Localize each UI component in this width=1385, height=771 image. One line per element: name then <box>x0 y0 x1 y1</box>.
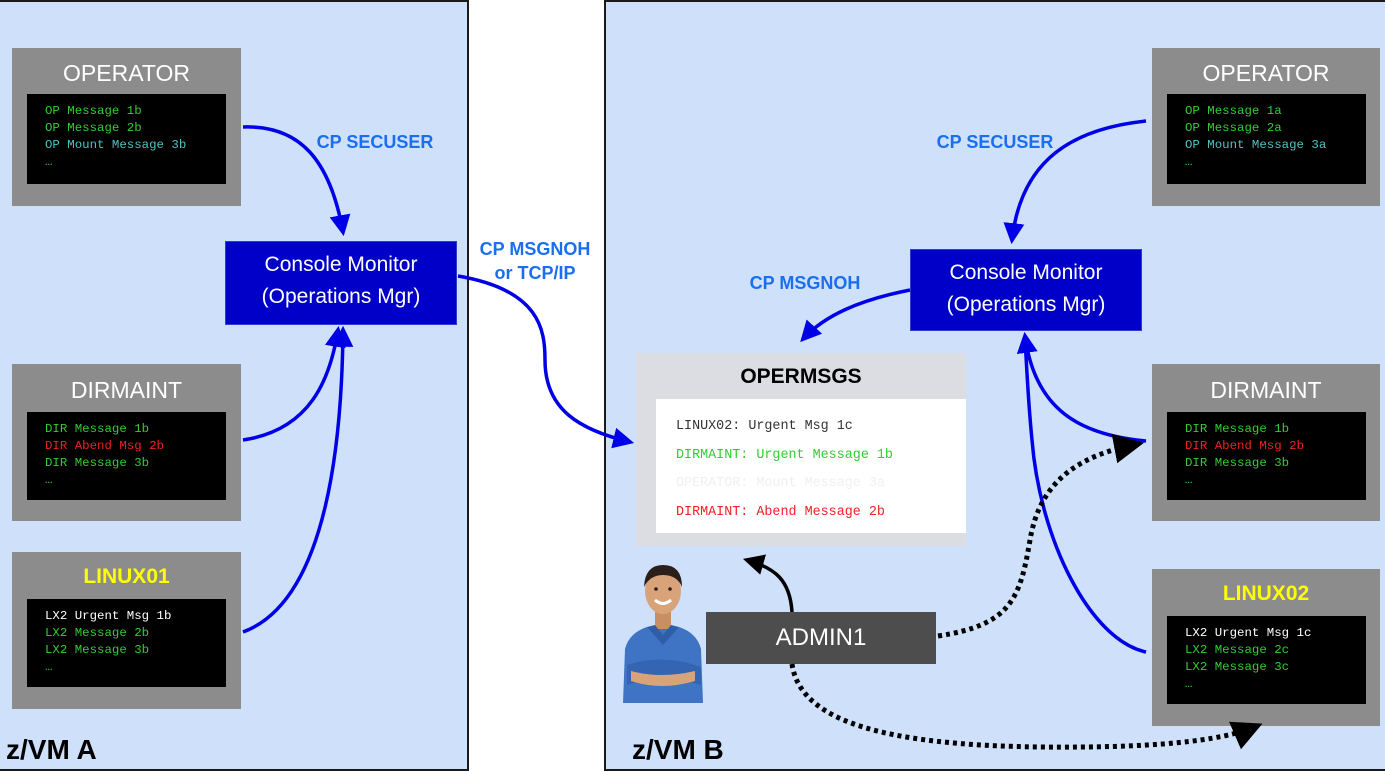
console-line: OP Mount Message 3a <box>1185 138 1327 152</box>
secuser-label-a: CP SECUSER <box>316 132 434 152</box>
console-line: DIR Message 1b <box>1185 422 1290 436</box>
link-label-line1: CP MSGNOH <box>479 239 591 259</box>
opermsgs-line: DIRMAINT: Urgent Message 1b <box>676 447 893 463</box>
console-line: … <box>1185 677 1193 691</box>
console-line: LX2 Urgent Msg 1c <box>1185 626 1312 640</box>
opermsgs-title: OPERMSGS <box>740 365 862 388</box>
arrow-dirmaint-a-to-monitor <box>242 325 346 442</box>
console-screen: OP Message 1b OP Message 2b OP Mount Mes… <box>27 94 226 184</box>
arrow-operator-a-to-monitor <box>242 125 351 237</box>
arrow-monitor-b-to-opermsgs <box>800 288 911 343</box>
console-screen: LX2 Urgent Msg 1b LX2 Message 2b LX2 Mes… <box>27 599 226 687</box>
console-line: LX2 Message 3b <box>45 643 150 657</box>
arrow-operator-b-to-monitor <box>1003 119 1147 245</box>
guest-title: OPERATOR <box>63 60 190 86</box>
link-label: CP MSGNOH or TCP/IP <box>470 237 600 285</box>
arrow-linux02-to-monitor <box>1023 339 1147 654</box>
arrow-monitor-a-to-opermsgs <box>457 274 635 449</box>
admin-avatar <box>623 565 703 703</box>
secuser-label-b: CP SECUSER <box>936 132 1054 152</box>
arrow-admin-to-opermsgs <box>742 554 794 613</box>
guest-title: LINUX02 <box>1222 582 1310 605</box>
console-monitor-b: Console Monitor (Operations Mgr) <box>910 249 1142 331</box>
arrow-dirmaint-b-to-monitor <box>1016 331 1147 443</box>
arrow-admin-to-dirmaint-b <box>937 433 1144 639</box>
guest-linux01: LINUX01 LX2 Urgent Msg 1b LX2 Message 2b… <box>12 552 241 709</box>
console-line: DIR Abend Msg 2b <box>45 439 164 453</box>
opermsgs-line: DIRMAINT: Abend Message 2b <box>676 504 885 520</box>
arrow-admin-to-linux02 <box>789 663 1263 750</box>
console-line: … <box>45 155 53 169</box>
opermsgs-line: OPERATOR: Mount Message 3a <box>676 476 885 491</box>
console-screen: LX2 Urgent Msg 1c LX2 Message 2c LX2 Mes… <box>1167 616 1366 704</box>
console-screen: OP Message 1a OP Message 2a OP Mount Mes… <box>1167 94 1366 184</box>
monitor-title: Console Monitor <box>949 261 1103 284</box>
console-line: OP Message 1b <box>45 104 142 118</box>
console-line: DIR Message 3b <box>45 456 150 470</box>
console-monitor-a: Console Monitor (Operations Mgr) <box>225 241 457 325</box>
console-line: … <box>1185 473 1193 487</box>
console-line: OP Message 2b <box>45 121 142 135</box>
console-line: LX2 Message 2b <box>45 626 150 640</box>
console-line: OP Mount Message 3b <box>45 138 187 152</box>
console-screen: DIR Message 1b DIR Abend Msg 2b DIR Mess… <box>27 412 226 500</box>
guest-operator-b: OPERATOR OP Message 1a OP Message 2a OP … <box>1152 48 1380 206</box>
console-line: DIR Abend Msg 2b <box>1185 439 1304 453</box>
opermsgs-list: LINUX02: Urgent Msg 1c DIRMAINT: Urgent … <box>656 399 966 533</box>
console-line: … <box>1185 155 1193 169</box>
guest-title: LINUX01 <box>83 565 170 588</box>
guest-title: DIRMAINT <box>1210 377 1322 403</box>
guest-title: OPERATOR <box>1202 60 1330 86</box>
console-line: DIR Message 3b <box>1185 456 1290 470</box>
console-line: LX2 Message 3c <box>1185 660 1290 674</box>
console-line: LX2 Message 2c <box>1185 643 1290 657</box>
console-screen: DIR Message 1b DIR Abend Msg 2b DIR Mess… <box>1167 412 1366 500</box>
console-line: OP Message 2a <box>1185 121 1282 135</box>
monitor-subtitle: (Operations Mgr) <box>946 293 1106 316</box>
zvm-a-label: z/VM A <box>6 734 97 765</box>
monitor-title: Console Monitor <box>264 253 418 276</box>
console-line: DIR Message 1b <box>45 422 150 436</box>
guest-title: DIRMAINT <box>70 377 183 403</box>
opermsgs-panel: OPERMSGS LINUX02: Urgent Msg 1c DIRMAINT… <box>636 353 966 546</box>
console-line: … <box>45 473 53 487</box>
arrow-linux01-to-monitor <box>242 325 354 634</box>
console-line: LX2 Urgent Msg 1b <box>45 609 172 623</box>
console-line: … <box>45 660 53 674</box>
console-line: OP Message 1a <box>1185 104 1282 118</box>
admin-label-box: ADMIN1 <box>706 612 936 664</box>
monitor-subtitle: (Operations Mgr) <box>261 285 421 308</box>
zvm-b-label: z/VM B <box>632 734 724 765</box>
guest-operator-a: OPERATOR OP Message 1b OP Message 2b OP … <box>12 48 241 206</box>
opermsgs-line: LINUX02: Urgent Msg 1c <box>676 419 853 434</box>
msgnoh-label-b: CP MSGNOH <box>749 273 861 293</box>
guest-dirmaint-b: DIRMAINT DIR Message 1b DIR Abend Msg 2b… <box>1152 364 1380 521</box>
link-label-line2: or TCP/IP <box>494 263 576 283</box>
guest-linux02: LINUX02 LX2 Urgent Msg 1c LX2 Message 2c… <box>1152 569 1380 726</box>
guest-dirmaint-a: DIRMAINT DIR Message 1b DIR Abend Msg 2b… <box>12 364 241 521</box>
